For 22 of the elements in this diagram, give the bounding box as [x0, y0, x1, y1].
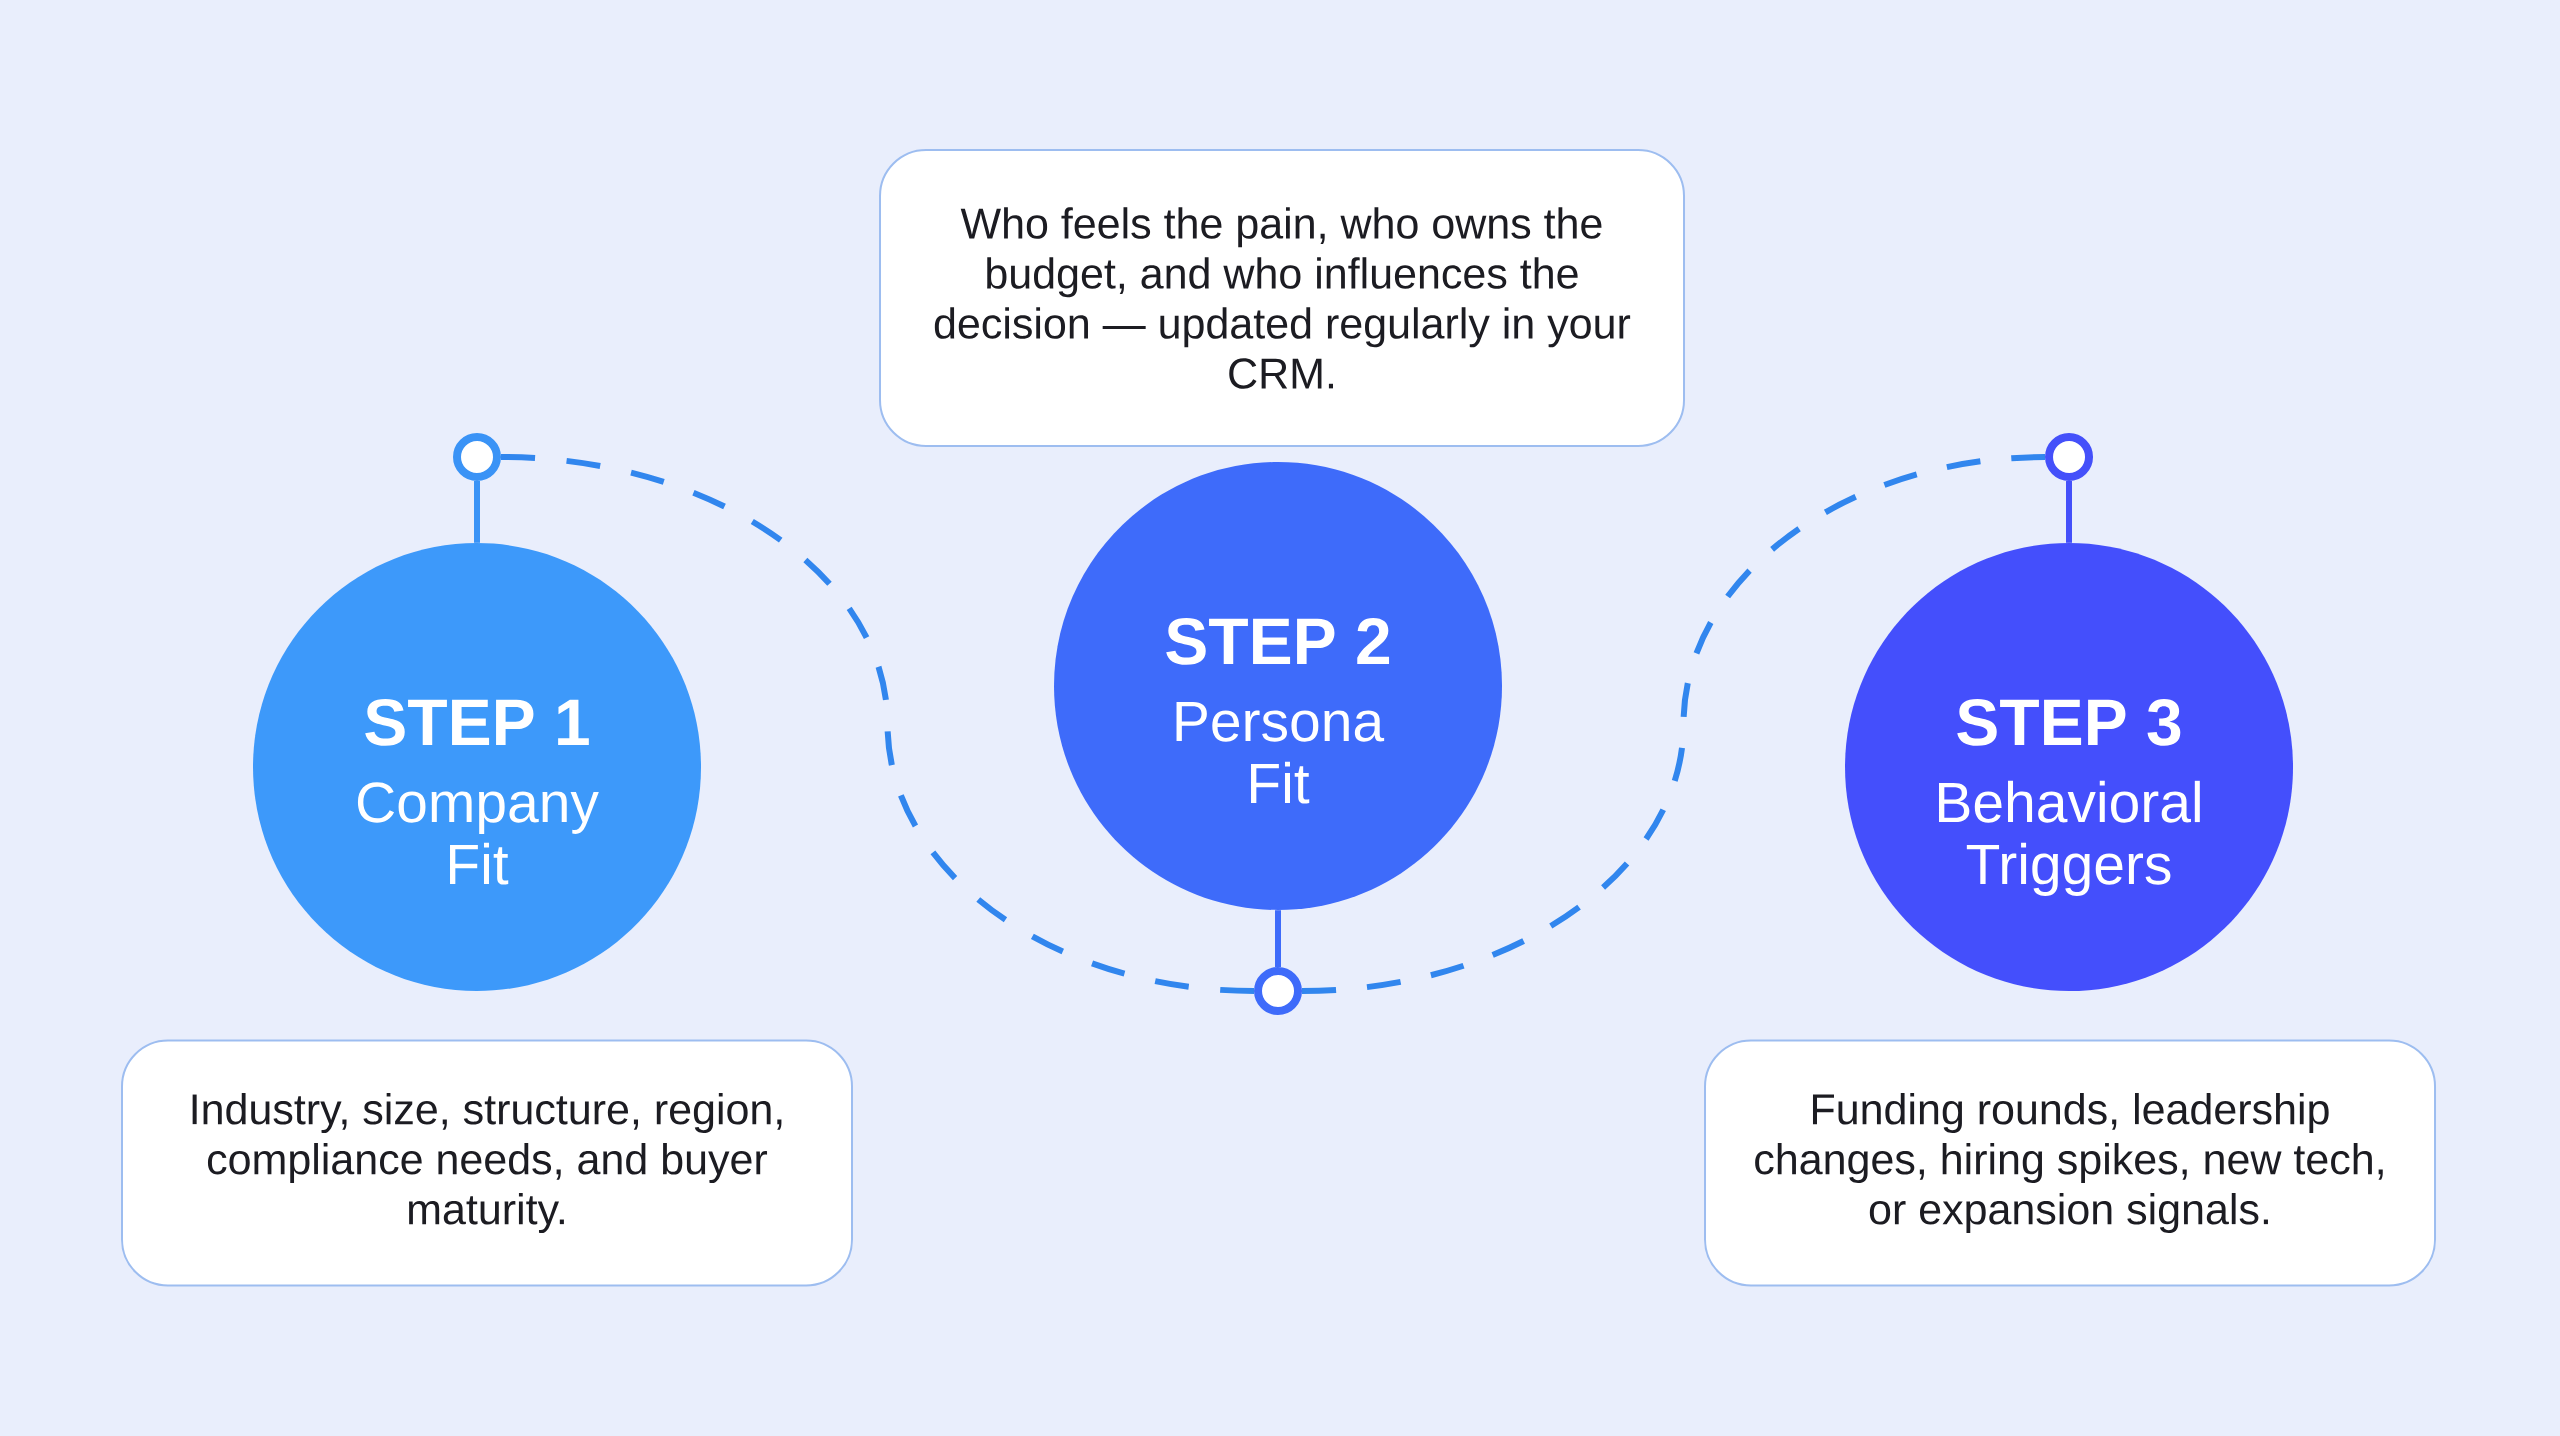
- description-box: [879, 149, 1685, 447]
- step-circle: [253, 543, 701, 991]
- step-title: Behavioral Triggers: [1939, 780, 2200, 896]
- step-number: STEP 1: [365, 699, 589, 746]
- description-text: Funding rounds, leadership changes, hiring spikes, new tech, or expansion signals.: [1755, 1092, 2383, 1234]
- description-text: Industry, size, structure, region, compliance needs, and buyer maturity.: [192, 1092, 782, 1234]
- description-box: [121, 1039, 853, 1287]
- pin-ring: [2045, 433, 2093, 481]
- description-box: [1704, 1039, 2436, 1287]
- dashed-path: [500, 454, 1255, 994]
- step-circle: [1054, 462, 1502, 910]
- pin-ring: [453, 433, 501, 481]
- step-number: STEP 3: [1957, 699, 2181, 746]
- pin-ring: [1254, 967, 1302, 1015]
- connector-line: [474, 481, 480, 543]
- step-circle: [1845, 543, 2293, 991]
- step-title: Company Fit: [357, 782, 599, 885]
- connector-line: [2066, 481, 2072, 543]
- description-text: Who feels the pain, who owns the budget, and who influences the decision — updated regularly in your CRM.: [934, 207, 1631, 389]
- dashed-path: [1301, 454, 2046, 994]
- step-number: STEP 2: [1166, 618, 1390, 665]
- step-title: Persona Fit: [1176, 701, 1385, 804]
